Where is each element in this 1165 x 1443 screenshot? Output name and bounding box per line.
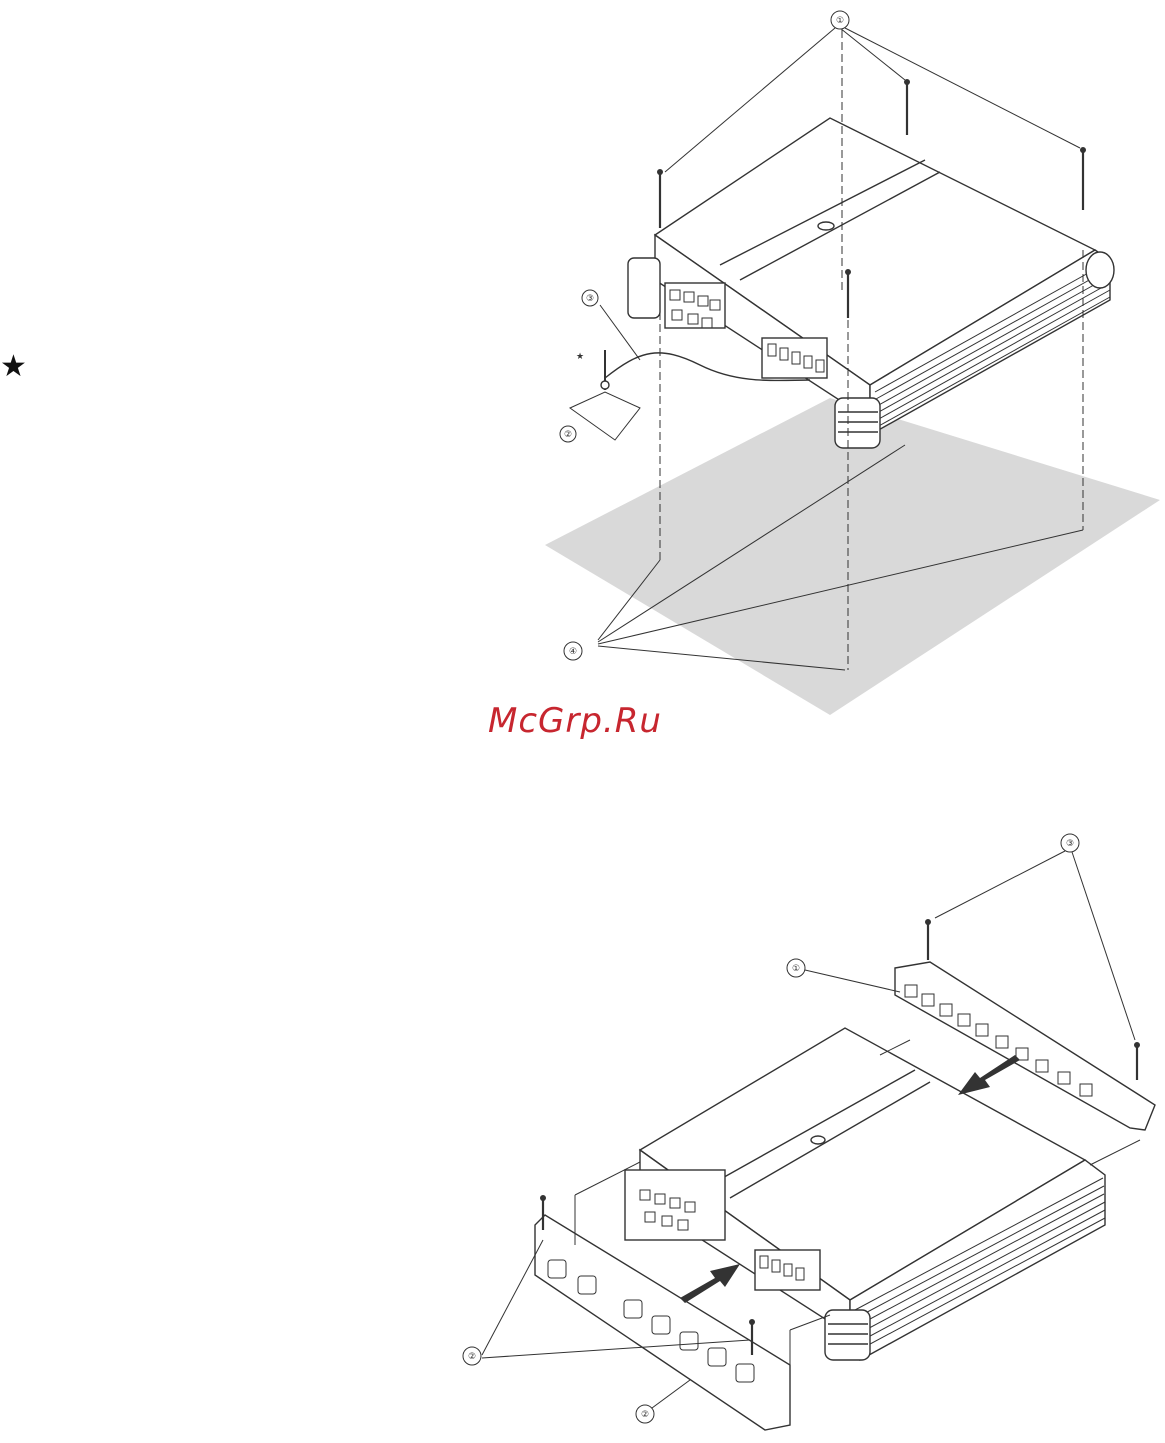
right-end-cap [835,398,880,448]
right-end-cap-2 [825,1310,870,1360]
bottom-diagram [463,834,1155,1430]
arrow-right-panel [958,1055,1020,1095]
callout-4-top: ④ [569,647,577,657]
callout-1-top: ① [836,16,844,26]
callout-star-top: ★ [576,352,584,362]
callout-2-top: ② [564,430,572,440]
arrow-left-panel [680,1264,740,1303]
callout-2b-bottom: ② [641,1410,649,1420]
callout-3-bottom: ③ [1066,839,1074,849]
left-end-cap [628,258,660,318]
watermark-text: McGrp.Ru [488,701,662,741]
top-diagram [545,11,1160,715]
ground-lug [570,392,640,440]
callout-1-bottom: ① [792,964,800,974]
callout-3-top: ③ [586,294,594,304]
callout-2-bottom: ② [468,1352,476,1362]
